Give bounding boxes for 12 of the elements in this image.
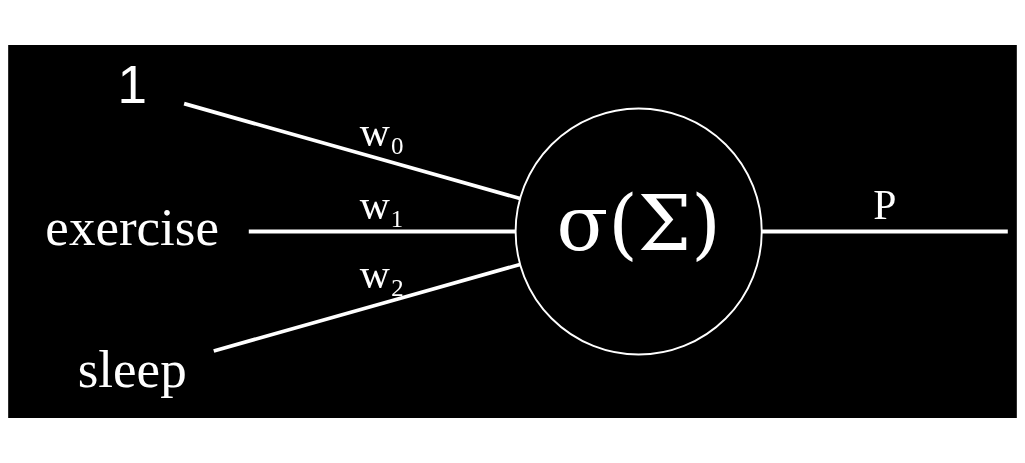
edge-label: w₂ xyxy=(359,250,405,297)
connector xyxy=(183,101,521,201)
connector xyxy=(213,262,521,353)
node-text: exercise xyxy=(45,197,219,256)
connector xyxy=(248,229,516,234)
node-circle: σ(Σ) xyxy=(514,107,763,356)
edge-label: w₀ xyxy=(359,108,405,155)
edge-label: w₁ xyxy=(359,182,405,229)
node-text: 1 xyxy=(117,54,147,114)
node-text: sleep xyxy=(77,339,187,398)
edge-label: P xyxy=(873,182,897,229)
connector xyxy=(761,229,1008,234)
